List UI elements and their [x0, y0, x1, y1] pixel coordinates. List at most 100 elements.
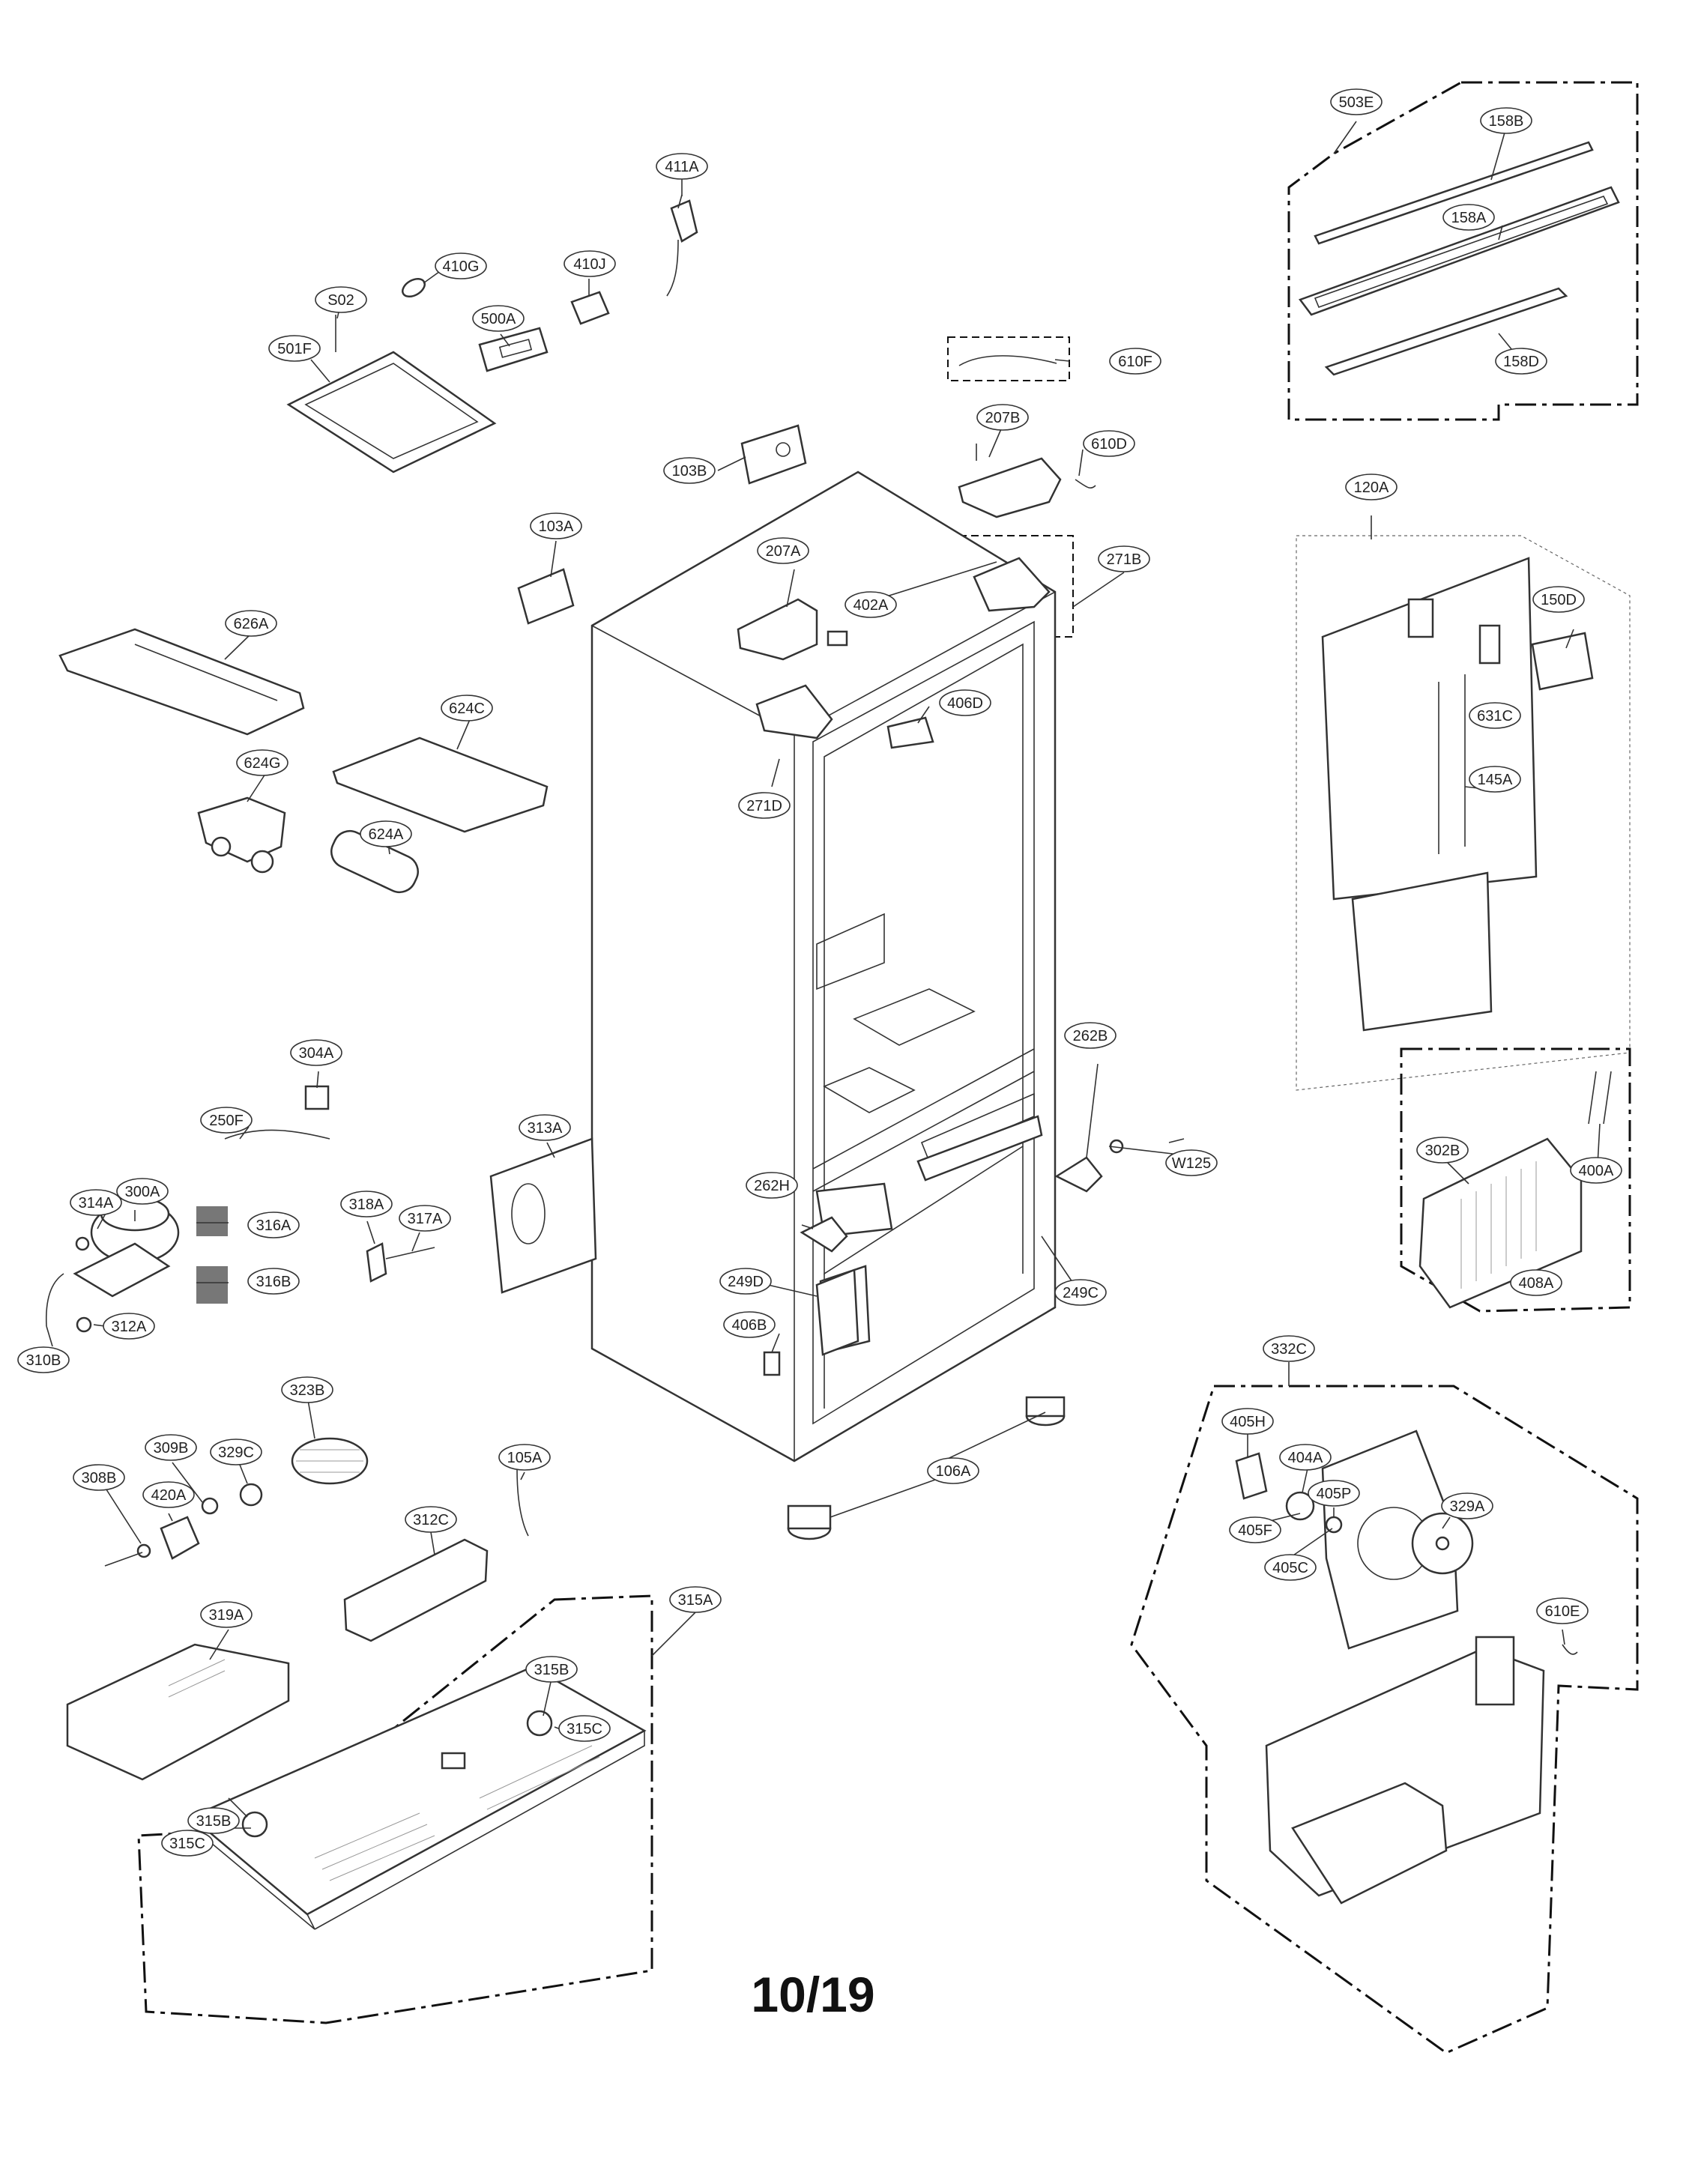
callout-oval	[1109, 348, 1161, 375]
callout-text: 319A	[209, 1607, 244, 1624]
callout-oval	[1480, 107, 1532, 134]
callout-oval	[210, 1439, 262, 1465]
cover-hinge-207B	[958, 444, 1062, 518]
part-callout-145a: 145A	[1469, 766, 1521, 793]
harness-610F	[958, 355, 1057, 366]
callout-oval	[116, 1178, 169, 1205]
callout-oval	[142, 1481, 195, 1508]
part-callout-158d: 158D	[1495, 348, 1547, 375]
callout-oval	[1229, 1516, 1281, 1543]
callout-oval	[315, 286, 367, 313]
part-callout-405f: 405F	[1229, 1516, 1281, 1543]
part-callout-302b: 302B	[1416, 1137, 1469, 1164]
part-callout-315a: 315A	[669, 1586, 722, 1613]
refrigerator-cabinet	[590, 471, 1057, 1462]
callout-text: 329A	[1450, 1498, 1485, 1515]
part-callout-405h: 405H	[1221, 1408, 1274, 1435]
cover-501F	[286, 315, 497, 474]
part-callout-329c: 329C	[210, 1439, 262, 1465]
callout-oval	[519, 1114, 571, 1141]
part-callout-624c: 624C	[441, 695, 493, 722]
sensor-317A	[385, 1247, 435, 1259]
part-callout-312c: 312C	[405, 1506, 457, 1533]
callout-text: 315B	[196, 1813, 232, 1830]
part-callout-420a: 420A	[142, 1481, 195, 1508]
cover-624C	[332, 736, 549, 833]
callout-text: 315C	[566, 1721, 602, 1737]
part-callout-250f: 250F	[200, 1107, 253, 1134]
callout-oval	[340, 1191, 393, 1217]
cover-249C	[916, 1115, 1043, 1182]
callout-text: 405H	[1230, 1414, 1266, 1430]
part-callout-314a: 314A	[70, 1189, 122, 1216]
callout-oval	[290, 1039, 342, 1066]
callout-oval	[225, 610, 277, 637]
callout-oval	[1345, 474, 1398, 500]
callout-text: 313A	[528, 1120, 563, 1137]
callout-text: 405P	[1317, 1486, 1352, 1502]
callout-text: 145A	[1478, 772, 1513, 788]
callout-oval	[738, 792, 791, 819]
part-callout-404a: 404A	[1279, 1444, 1332, 1471]
callout-text: 308B	[82, 1470, 117, 1486]
relay-410G	[402, 277, 426, 298]
callout-text: 610D	[1091, 436, 1127, 453]
callout-text: 315A	[678, 1592, 713, 1609]
callout-text: 310B	[26, 1352, 61, 1369]
motor-404A	[1285, 1491, 1315, 1521]
group-outline-503E	[1287, 81, 1639, 421]
callout-oval	[1263, 1335, 1315, 1362]
part-callout-332c: 332C	[1263, 1335, 1315, 1362]
callout-oval	[746, 1172, 798, 1199]
part-callout-249c: 249C	[1054, 1279, 1107, 1306]
callout-text: 405F	[1238, 1522, 1272, 1539]
group-outline-332C	[1130, 1385, 1639, 2054]
callout-oval	[200, 1107, 253, 1134]
callout-oval	[498, 1444, 551, 1471]
callout-oval	[757, 537, 809, 564]
group-outline-302B	[1400, 1047, 1631, 1313]
callout-oval	[1308, 1480, 1360, 1507]
part-callout-262b: 262B	[1064, 1022, 1117, 1049]
wire-610D	[1075, 479, 1096, 488]
callout-oval	[1441, 1492, 1493, 1519]
callout-oval	[145, 1434, 197, 1461]
callout-oval	[1279, 1444, 1332, 1471]
callout-text: 315C	[169, 1836, 205, 1852]
callout-oval	[558, 1715, 611, 1742]
power-cord-411A	[666, 194, 698, 297]
callout-text: 207A	[766, 543, 801, 560]
pipe-310B	[45, 1273, 64, 1327]
page-number: 10/19	[751, 1967, 874, 2022]
pipe-105A	[516, 1468, 529, 1537]
callout-text: 503E	[1339, 94, 1374, 111]
insulation-316B	[196, 1266, 228, 1304]
callout-oval	[1469, 702, 1521, 729]
overload-410J	[570, 291, 610, 325]
evaporator-302B	[1418, 1137, 1583, 1309]
callout-oval	[399, 1205, 451, 1232]
callout-text: S02	[327, 292, 354, 309]
bracket-309B	[201, 1497, 219, 1515]
callout-oval	[1264, 1554, 1317, 1581]
callout-oval	[563, 250, 616, 277]
bracket-624G	[197, 796, 286, 874]
part-callout-s02: S02	[315, 286, 367, 313]
part-callout-310b: 310B	[17, 1346, 70, 1373]
part-callout-319a: 319A	[200, 1601, 253, 1628]
callout-oval	[1570, 1157, 1622, 1184]
part-callout-308b: 308B	[73, 1464, 125, 1491]
callout-oval	[247, 1268, 300, 1295]
fan-assembly-332C	[1265, 1430, 1545, 1905]
callout-oval	[187, 1807, 240, 1834]
part-callout-329a: 329A	[1441, 1492, 1493, 1519]
callout-text: 158D	[1503, 354, 1539, 370]
callout-oval	[472, 305, 525, 332]
callout-oval	[1416, 1137, 1469, 1164]
cover-hinge-207A	[737, 598, 818, 661]
part-callout-312a: 312A	[103, 1313, 155, 1340]
base-plate-315A	[189, 1666, 647, 1930]
pcb-500A	[478, 327, 549, 372]
part-callout-408a: 408A	[1510, 1269, 1562, 1296]
part-callout-410g: 410G	[435, 252, 487, 279]
